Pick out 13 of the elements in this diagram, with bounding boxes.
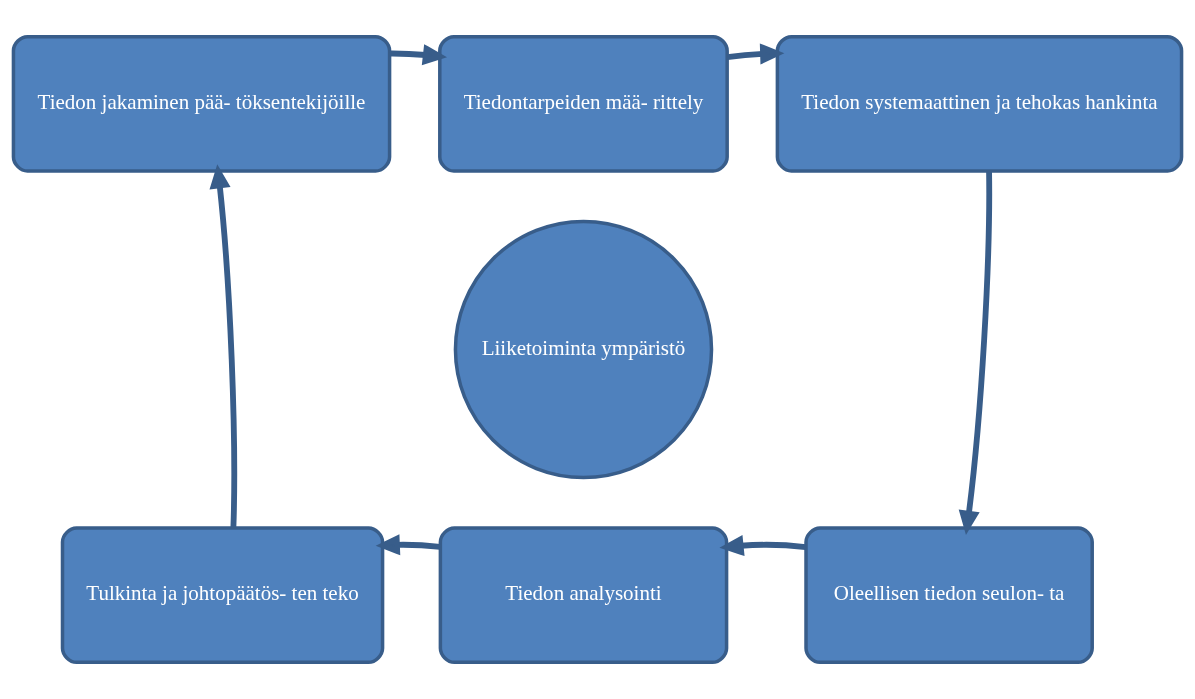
node-circle: Liiketoiminta ympäristö	[453, 219, 714, 480]
arrow	[726, 43, 785, 65]
arrow	[958, 171, 993, 535]
arrow	[375, 534, 441, 556]
node-box: Tiedon jakaminen pää- töksentekijöille	[11, 34, 392, 173]
arrow	[209, 164, 238, 528]
node-box: Tulkinta ja johtopäätös- ten teko	[60, 526, 385, 665]
node-box: Oleellisen tiedon seulon- ta	[804, 526, 1094, 665]
arrow	[389, 44, 448, 66]
node-box: Tiedontarpeiden mää- rittely	[438, 34, 729, 173]
node-box: Tiedon systemaattinen ja tehokas hankinta	[775, 34, 1184, 173]
node-box: Tiedon analysointi	[438, 526, 729, 665]
arrow	[719, 534, 807, 557]
